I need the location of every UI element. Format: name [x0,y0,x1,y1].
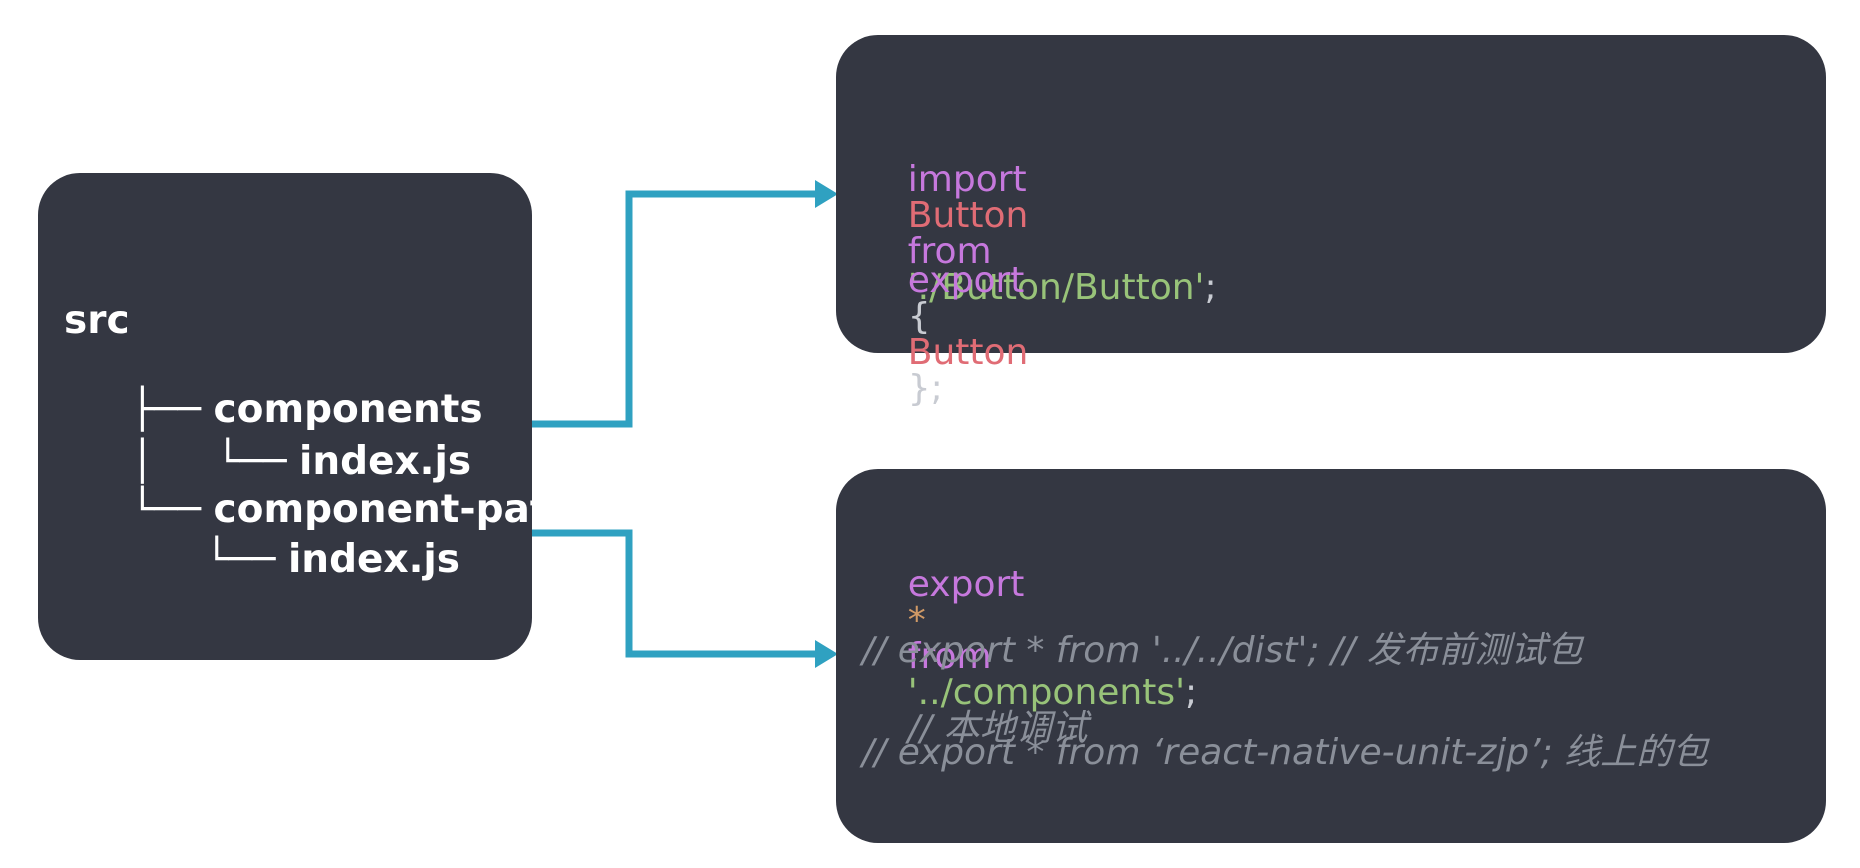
keyword-export: export [907,260,1025,301]
code-panel-components-index: import Button from './Button/Button'; ex… [836,35,1826,407]
string-path: '../components' [907,672,1186,713]
comment-local-debug: // 本地调试 [907,708,1088,749]
code-line-import: import Button from './Button/Button'; [862,126,1217,342]
arrowhead-code1 [815,180,838,208]
file-tree-panel: src ├── components │ └── index.js └── co… [38,173,576,660]
star-symbol: * [907,600,926,641]
tree-item-component-path-index: └── index.js [64,501,460,618]
keyword-from: from [907,636,992,677]
punctuation-brace-close: }; [907,368,943,409]
identifier-button: Button [907,195,1029,236]
punctuation-brace-open: { [907,296,931,337]
tree-item-component-path: └── component-path [64,451,577,568]
tree-item-label: component-path [213,487,577,532]
tree-item-label: index.js [299,439,472,484]
punctuation-semicolon: ; [1185,672,1198,713]
code-line-export-components: export * from '../components'; // 本地调试 [862,531,1197,783]
tree-item-label: index.js [287,537,460,582]
code-line-comment-online-package: // export * from ‘react-native-unit-zjp’… [862,732,1709,773]
code-panel-component-path-index: export * from '../components'; // 本地调试 /… [836,469,1826,843]
tree-connector: └── [118,487,214,532]
keyword-import: import [907,159,1027,200]
string-path: './Button/Button' [907,267,1205,308]
tree-connector: └── [118,537,288,582]
identifier-button: Button [907,332,1029,373]
keyword-from: from [907,231,992,272]
tree-item-components-index: │ └── index.js [64,403,471,520]
tree-root: src [64,298,130,343]
arrowhead-code2 [815,640,838,668]
punctuation-semicolon: ; [1204,267,1217,308]
tree-connector: ├── [118,387,214,432]
keyword-export: export [907,564,1025,605]
tree-item-label: components [213,387,483,432]
code-line-comment-dist: // export * from '../../dist'; // 发布前测试包 [862,630,1583,671]
tree-connector: │ └── [118,439,300,484]
code-line-export: export { Button }; [862,227,1029,443]
tree-item-components: ├── components [64,351,483,468]
